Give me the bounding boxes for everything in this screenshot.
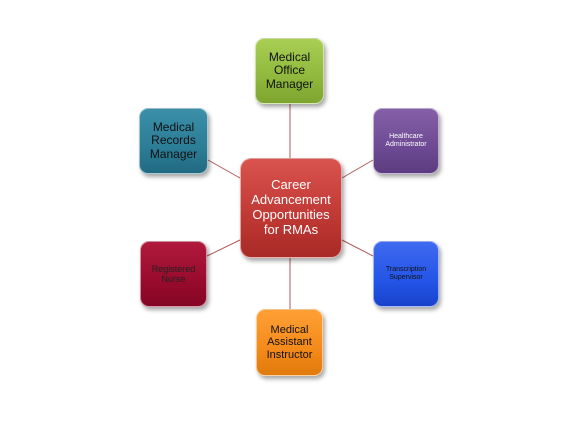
connector-lower-right [341,239,374,257]
node-transcription-supervisor: Transcription Supervisor [373,241,439,307]
node-label: Medical Office Manager [265,49,314,91]
connector-upper-left [207,159,241,179]
center-hub-box: Career Advancement Opportunities for RMA… [240,158,342,258]
node-label: Registered Nurse [151,263,196,284]
node-label: Medical Records Manager [149,119,198,161]
center-hub-label: Career Advancement Opportunities for RMA… [251,177,331,237]
node-medical-assistant-instructor: Medical Assistant Instructor [256,309,323,376]
node-registered-nurse: Registered Nurse [140,241,207,307]
node-healthcare-administrator: Healthcare Administrator [373,108,439,174]
connector-upper-right [341,159,374,179]
node-medical-records-manager: Medical Records Manager [139,108,208,174]
connector-lower-left [206,239,241,257]
node-label: Transcription Supervisor [385,266,427,281]
node-label: Healthcare Administrator [385,133,427,148]
node-medical-office-manager: Medical Office Manager [255,38,324,104]
node-label: Medical Assistant Instructor [266,324,313,361]
